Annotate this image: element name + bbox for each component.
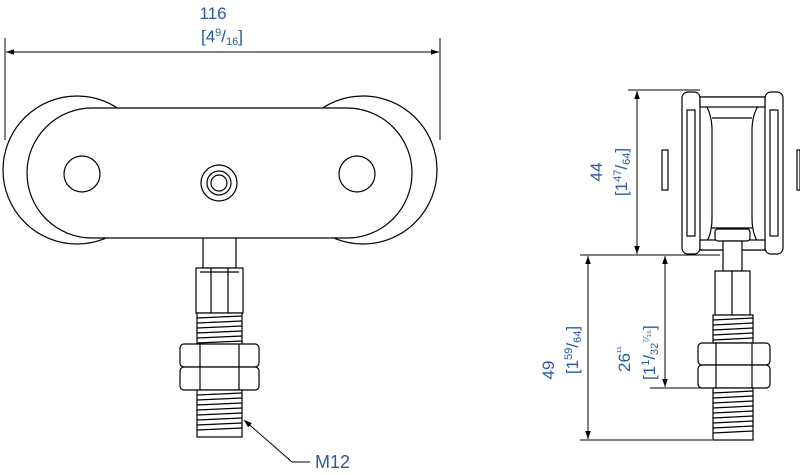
left-axle-hole — [63, 155, 101, 193]
thread-callout: M12 — [243, 419, 350, 472]
side-upper-thread — [712, 314, 754, 344]
hex-nuts — [179, 343, 260, 391]
side-hex-nuts — [697, 342, 771, 389]
height-dimension: 44 [147/64] — [587, 91, 640, 254]
side-view: 44 [147/64] 49 [159/64] 26¹¹ [11/32⁷⁄₁₆] — [539, 89, 800, 441]
center-bolt — [200, 164, 238, 202]
drop-dim-mm: 49 — [539, 361, 558, 380]
drop-dim-inch: [159/64] — [563, 326, 584, 374]
stem-dimension: 26¹¹ [11/32⁷⁄₁₆] — [615, 256, 668, 387]
upper-thread — [196, 312, 243, 346]
side-lower-thread — [712, 387, 754, 441]
stem-dim-mm: 26¹¹ — [615, 346, 634, 372]
lower-thread — [196, 389, 243, 438]
height-dim-inch: [147/64] — [612, 148, 633, 196]
stem-collar — [195, 267, 244, 314]
width-dim-inch: [49/16] — [201, 27, 243, 48]
thread-size-label: M12 — [315, 452, 350, 472]
side-stem — [714, 228, 751, 316]
width-dim-mm: 116 — [199, 4, 226, 23]
stem-dim-inch: [11/32⁷⁄₁₆] — [640, 325, 661, 380]
drop-dimension: 49 [159/64] — [539, 256, 591, 439]
height-dim-mm: 44 — [587, 163, 606, 182]
front-view: 116 [49/16] — [2, 4, 441, 472]
wheel-side-profile — [661, 91, 800, 255]
right-axle-hole — [338, 155, 376, 193]
